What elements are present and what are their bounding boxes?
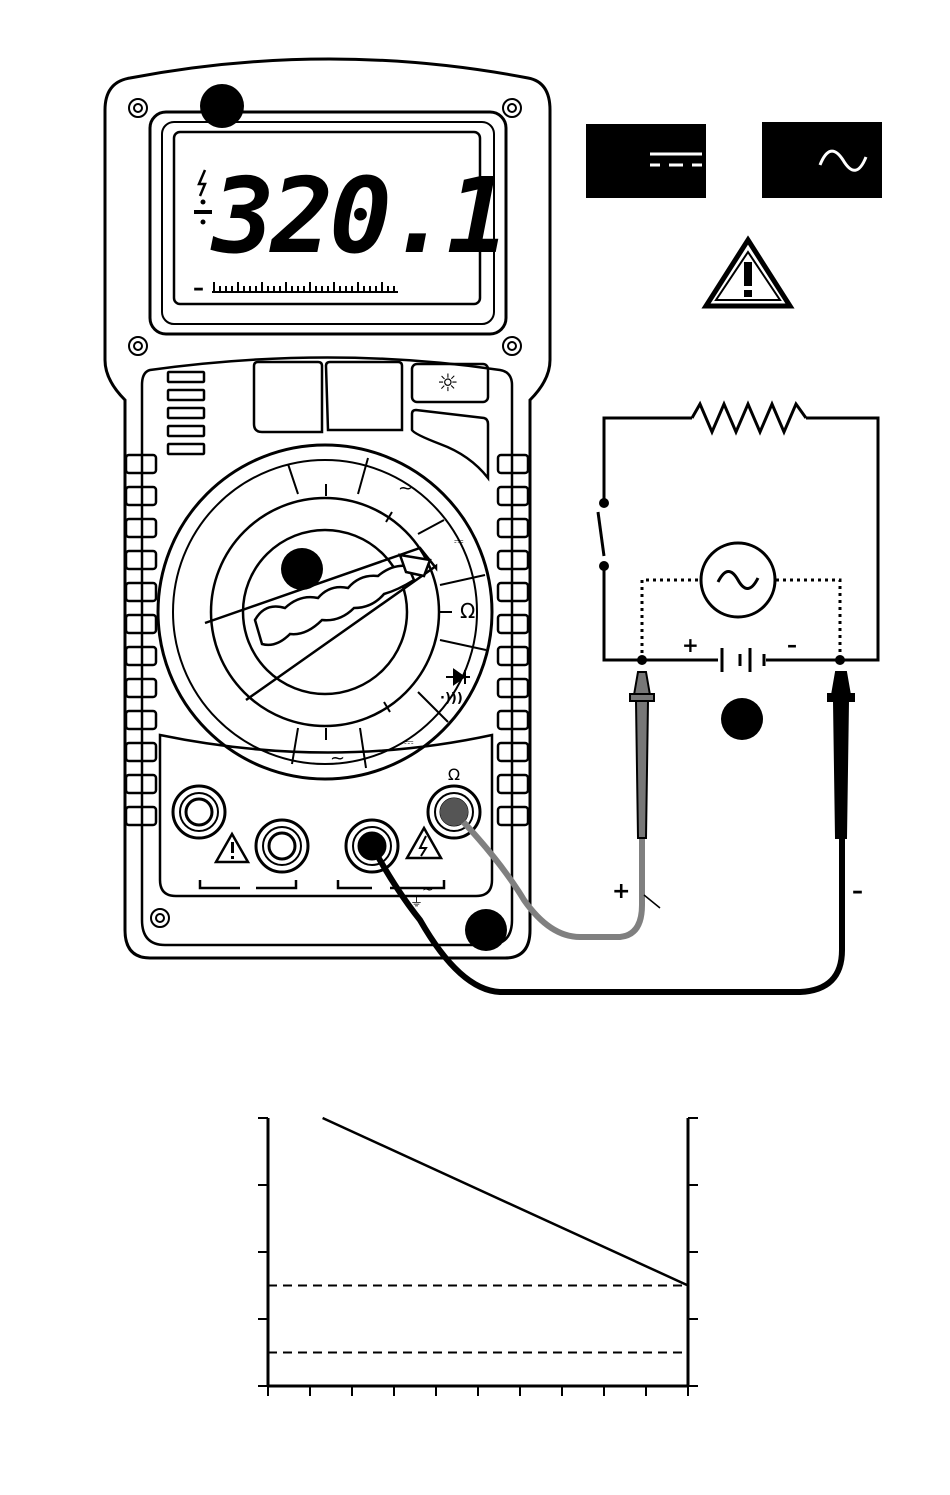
chart-series-line — [323, 1118, 688, 1286]
rotary-label-continuity: ·))) — [440, 691, 463, 706]
jack-1[interactable] — [173, 786, 225, 838]
rotary-label-dc: ⎓ — [454, 534, 464, 548]
callout-dot-display — [200, 84, 244, 128]
function-button-1[interactable] — [254, 362, 322, 432]
warning-small-icon — [216, 834, 248, 862]
callout-dot-switch — [281, 548, 323, 590]
backlight-button[interactable]: ☼ — [412, 364, 488, 402]
black-probe — [828, 672, 854, 838]
diode-icon — [446, 670, 470, 684]
hazard-bolt-icon — [199, 170, 205, 196]
jack-label-acdc: ~ — [422, 882, 434, 898]
rotary-switch[interactable] — [158, 445, 492, 779]
red-probe — [630, 672, 654, 838]
bargraph-scale — [212, 282, 398, 292]
jack-2[interactable] — [256, 820, 308, 872]
rotary-label-ac: ~ — [398, 478, 413, 499]
resistor-icon — [692, 404, 806, 432]
function-button-2[interactable] — [326, 362, 402, 430]
lcd-display: 320.1 – — [150, 112, 506, 334]
rotary-label-ohm: Ω — [460, 599, 475, 623]
range-indicator-bars — [168, 372, 204, 454]
chart — [258, 1118, 698, 1396]
callout-dot-jacks — [465, 909, 507, 951]
probe-minus-label: – — [852, 879, 863, 904]
battery-minus-label: – — [787, 633, 797, 657]
callout-dot-circuit — [721, 698, 763, 740]
jack-label-ohm: Ω — [448, 765, 460, 784]
lcd-reading: 320.1 — [210, 155, 505, 277]
probe-plus-label: + — [612, 879, 630, 904]
dotted-connections — [642, 580, 840, 660]
battery-plus-label: + — [682, 633, 699, 657]
ac-legend-box — [762, 122, 882, 198]
warning-icon — [706, 240, 790, 306]
lcd-minus-icon — [194, 210, 212, 214]
circuit — [598, 404, 878, 672]
dc-legend-box — [586, 124, 706, 198]
function-button-4[interactable] — [412, 410, 488, 478]
backlight-icon: ☼ — [437, 369, 459, 397]
black-test-lead — [372, 830, 842, 992]
bargraph-minus: – — [193, 276, 204, 301]
